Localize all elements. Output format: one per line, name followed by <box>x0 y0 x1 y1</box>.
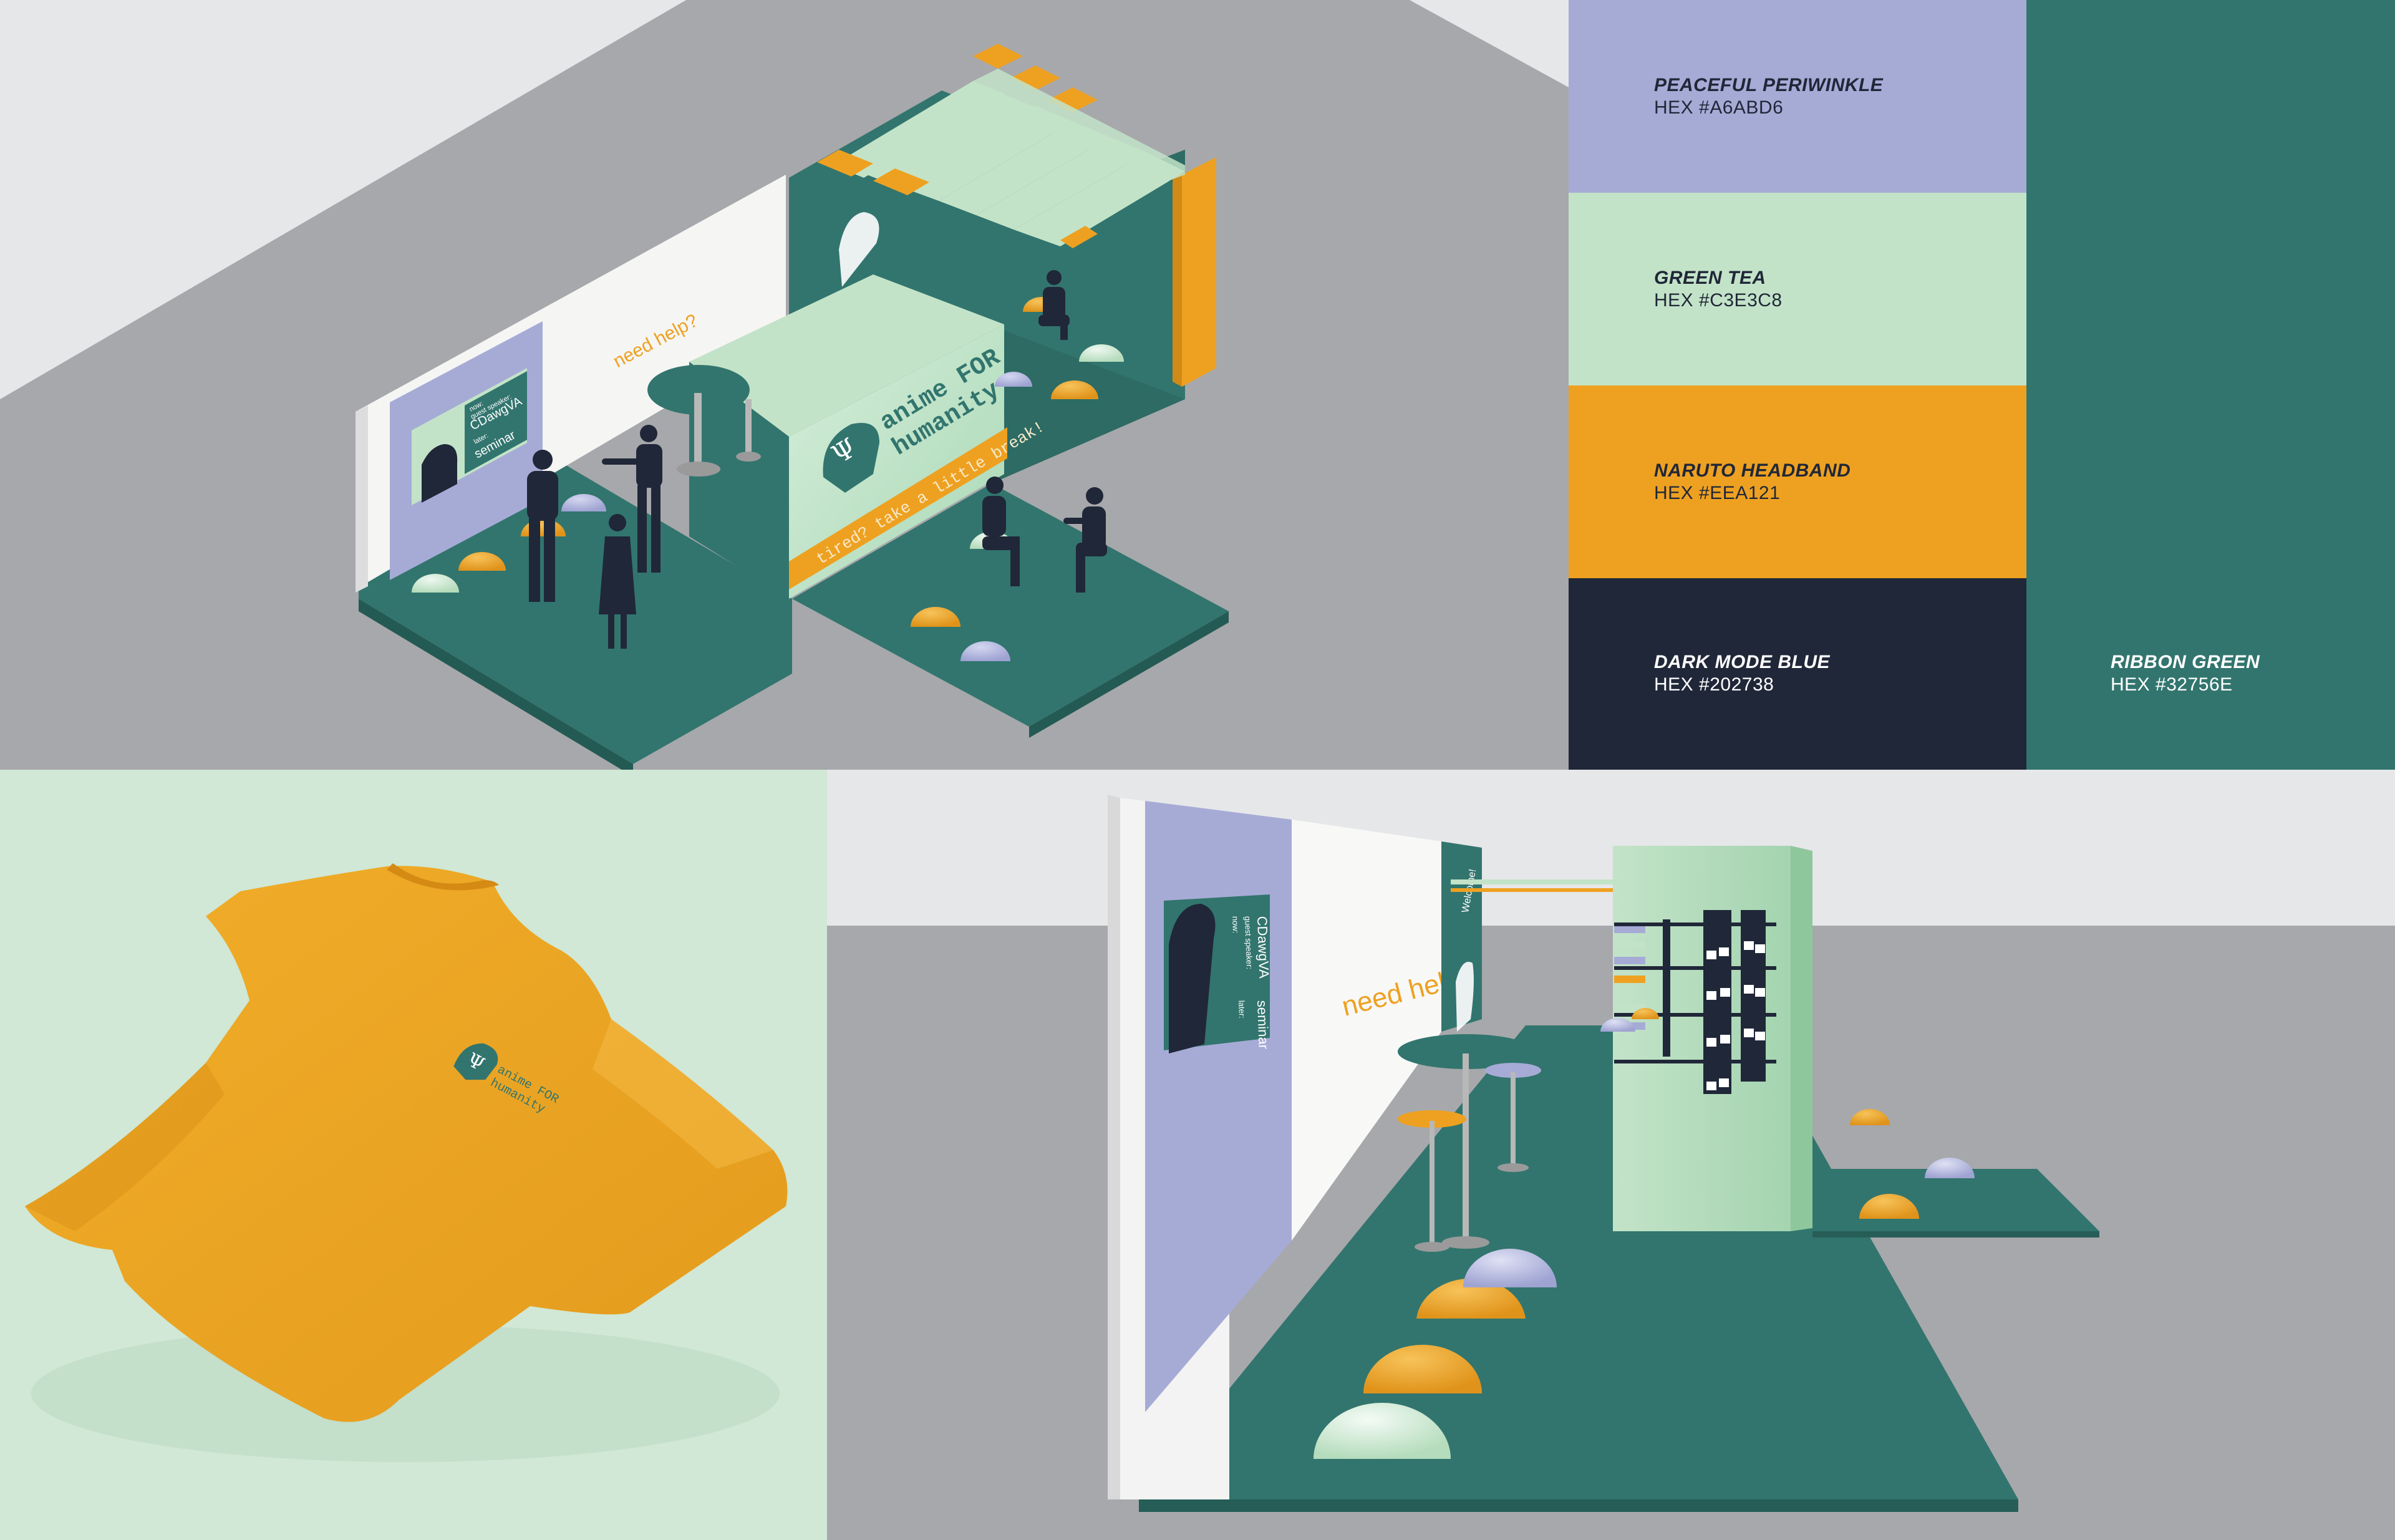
persp-poufs <box>1314 1008 1975 1459</box>
booth-floor-right-edge <box>1029 611 1229 738</box>
tshirt-scene: Ψ anime FOR humanity <box>25 863 788 1462</box>
booth-floor-edge <box>1139 1499 2018 1512</box>
high-tables <box>1398 1034 1541 1252</box>
swatch-ribbon-green: RIBBON GREEN HEX #32756E <box>2026 0 2395 770</box>
booth-floor-side-edge <box>1812 1231 2099 1237</box>
counter-ribbon <box>789 427 1007 589</box>
swatch-green-tea: GREEN TEA HEX #C3E3C8 <box>1569 193 2026 385</box>
pouf-group <box>412 297 1124 661</box>
tshirt-collar <box>387 863 499 891</box>
perspective-booth-render: now: guest speaker: CDawgVA later: semin… <box>827 770 2395 1540</box>
tshirt-body <box>25 866 788 1422</box>
persp-anime-silhouette <box>1456 962 1474 1032</box>
tshirt-sleeve-highlight <box>593 1019 773 1169</box>
color-palette: PEACEFUL PERIWINKLE HEX #A6ABD6 GREEN TE… <box>1569 0 2395 770</box>
counter-top <box>689 274 1004 437</box>
merch-shelves <box>1614 910 1776 1094</box>
swatch-name: NARUTO HEADBAND <box>1654 460 1851 481</box>
merch-wall-side <box>1791 846 1812 1231</box>
isometric-booth-render: now: guest speaker: CDawgVA later: semin… <box>0 0 1569 770</box>
swatch-hex: HEX #202738 <box>1654 674 1774 695</box>
swatch-name: DARK MODE BLUE <box>1654 652 1830 672</box>
sky-corner <box>1410 0 1569 87</box>
pergola-roof <box>817 44 1185 248</box>
wall-anime-silhouette <box>839 212 879 287</box>
tshirt-mockup: Ψ anime FOR humanity <box>0 770 827 1540</box>
swatch-peaceful-periwinkle: PEACEFUL PERIWINKLE HEX #A6ABD6 <box>1569 0 2026 193</box>
ceiling-beam <box>1451 879 1632 884</box>
swatch-hex: HEX #A6ABD6 <box>1654 97 1784 118</box>
swatch-hex: HEX #EEA121 <box>1654 483 1781 503</box>
person-1 <box>527 450 558 602</box>
persp-screen-speaker-label: guest speaker: <box>1243 916 1254 970</box>
swatch-name: GREEN TEA <box>1654 268 1766 288</box>
sky-area <box>827 770 2395 926</box>
white-wall <box>1292 820 1441 1241</box>
isometric-booth-scene: now: guest speaker: CDawgVA later: semin… <box>0 0 1569 770</box>
persp-screen-later-label: later: <box>1237 1000 1247 1019</box>
high-table <box>647 365 761 477</box>
orange-pillar-side <box>1173 170 1182 387</box>
wall-end-edge <box>1108 795 1120 1499</box>
sky-area <box>0 0 686 399</box>
tshirt-sleeve-shade <box>25 1063 225 1231</box>
swatch-dark-mode-blue: DARK MODE BLUE HEX #202738 <box>1569 578 2026 770</box>
persp-screen-silhouette <box>1169 904 1216 1053</box>
booth-floor-right <box>792 483 1229 727</box>
swatch-hex: HEX #C3E3C8 <box>1654 290 1783 311</box>
persp-screen-speaker: CDawgVA <box>1254 916 1272 979</box>
psi-logo-icon <box>823 423 879 493</box>
swatch-name: RIBBON GREEN <box>2111 652 2260 672</box>
persp-screen-later: seminar <box>1254 1000 1272 1049</box>
person-3 <box>599 514 636 649</box>
screen-silhouette <box>422 444 458 503</box>
swatch-hex: HEX #32756E <box>2111 674 2233 695</box>
persp-screen-now: now: <box>1231 916 1241 934</box>
counter-side <box>689 362 789 599</box>
booth-floor-edge <box>359 599 633 770</box>
swatch-name: PEACEFUL PERIWINKLE <box>1654 75 1884 95</box>
person-2 <box>602 425 662 573</box>
perspective-booth-scene: now: guest speaker: CDawgVA later: semin… <box>827 770 2395 1540</box>
back-wall-edge <box>356 405 368 593</box>
visitor-silhouettes <box>527 270 1107 649</box>
ceiling-beam-orange <box>1451 888 1632 892</box>
orange-pillar <box>1182 157 1216 387</box>
swatch-naruto-headband: NARUTO HEADBAND HEX #EEA121 <box>1569 385 2026 578</box>
iso-screen-panel <box>465 371 527 474</box>
person-5 <box>1063 487 1107 593</box>
person-6 <box>1038 270 1070 340</box>
psi-logo-icon <box>453 1043 498 1080</box>
person-4 <box>982 477 1020 586</box>
